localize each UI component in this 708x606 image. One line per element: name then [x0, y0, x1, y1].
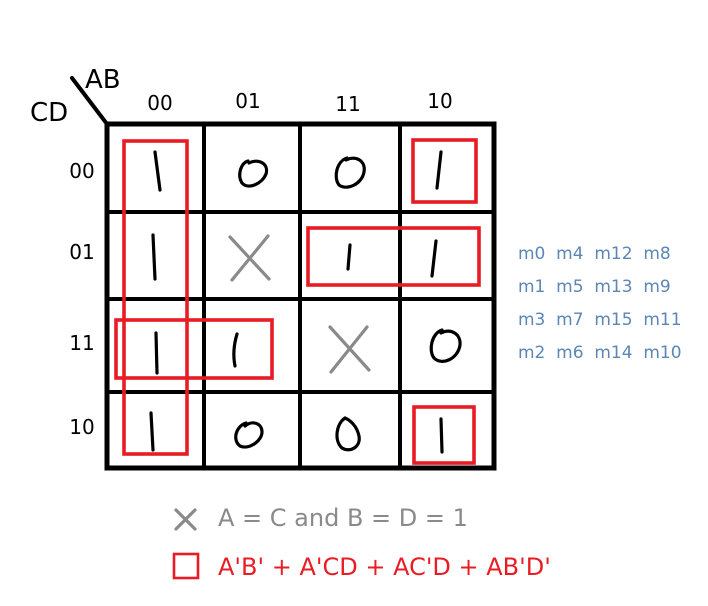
- cell-r1-c3: [430, 239, 438, 278]
- cell-r0-c2: [334, 156, 366, 189]
- dont-care-legend-text: A = C and B = D = 1: [218, 504, 468, 532]
- col-label-01: 01: [235, 89, 260, 113]
- group-row-01-right: [306, 226, 481, 287]
- row-label-00: 00: [69, 159, 94, 183]
- col-label-00: 00: [147, 91, 172, 115]
- dont-care-legend-icon: [174, 508, 197, 531]
- cell-r1-c2: [346, 243, 352, 271]
- cell-r3-c1: [234, 421, 264, 449]
- col-label-10: 10: [427, 89, 452, 113]
- row-variable-label: CD: [30, 98, 68, 128]
- group-row-11-left: [114, 318, 274, 380]
- group-corner-top-right: [411, 138, 478, 204]
- row-label-10: 10: [69, 415, 94, 439]
- row-label-01: 01: [69, 240, 94, 264]
- cell-r3-c2: [335, 416, 361, 452]
- cell-r2-c2: [328, 325, 371, 374]
- minterm-row-4: m2 m6 m14 m10: [518, 343, 682, 363]
- minterm-row-1: m0 m4 m12 m8: [518, 244, 671, 264]
- kmap-grid: [104, 121, 497, 471]
- cell-r0-c0: [153, 150, 162, 192]
- col-label-11: 11: [335, 92, 360, 116]
- cell-r3-c0: [149, 411, 155, 452]
- minterm-row-3: m3 m7 m15 m11: [518, 310, 682, 330]
- cell-r2-c1: [232, 332, 239, 368]
- cell-r2-c3: [429, 328, 462, 363]
- group-legend-text: A'B' + A'CD + AC'D + AB'D': [218, 553, 551, 581]
- group-corner-bottom-right: [412, 405, 476, 465]
- row-label-11: 11: [69, 331, 94, 355]
- col-variable-label: AB: [85, 65, 121, 95]
- group-legend-icon: [172, 552, 200, 580]
- minterm-row-2: m1 m5 m13 m9: [518, 277, 671, 297]
- cell-r1-c1: [228, 234, 271, 282]
- cell-r3-c3: [439, 417, 444, 454]
- cell-r0-c1: [238, 159, 269, 188]
- cell-r2-c0: [154, 331, 159, 375]
- group-column-00: [122, 139, 189, 456]
- cell-r1-c0: [151, 233, 157, 281]
- corner-diagonal: [70, 76, 109, 126]
- cell-r0-c3: [435, 150, 443, 190]
